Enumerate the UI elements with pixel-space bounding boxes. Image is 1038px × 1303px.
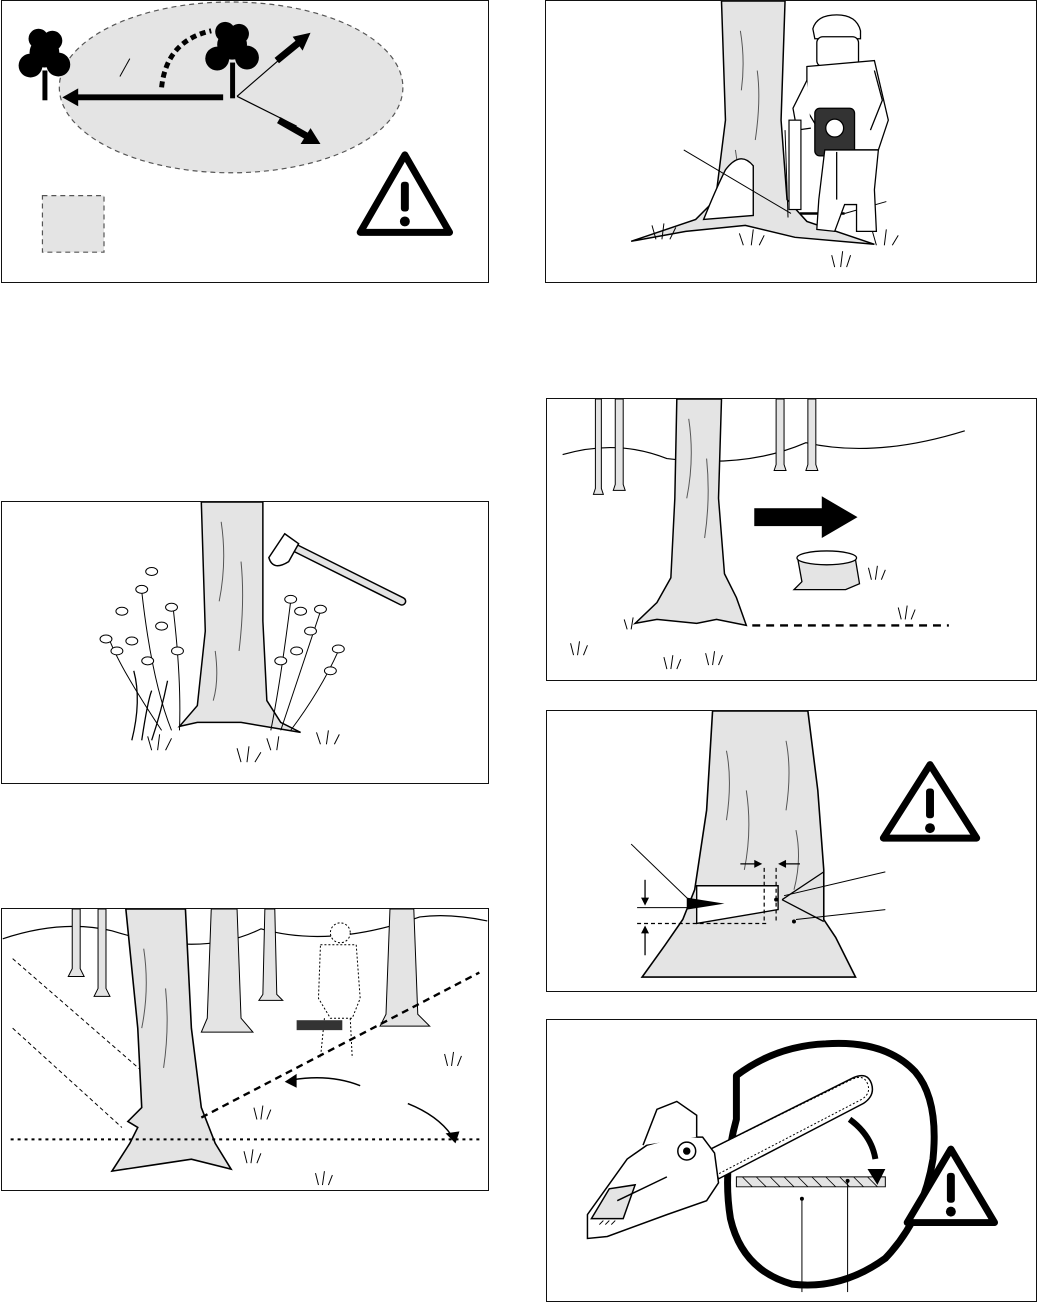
- figure-felling-zone: [1, 0, 489, 283]
- legend-swatch: [42, 196, 104, 253]
- figure-notch-and-felling-cut: [546, 710, 1037, 992]
- axe-icon: [269, 534, 402, 602]
- figure-clearing-brush: [1, 501, 489, 784]
- sawing-operator-illustration: [546, 1, 1036, 282]
- kerf-cut: [736, 1177, 885, 1187]
- notch-cut: [704, 159, 754, 220]
- notch-height-arrows-icon: [641, 880, 649, 955]
- operator-figure: [793, 15, 888, 231]
- marker-dot: [774, 898, 778, 902]
- stump: [794, 551, 860, 590]
- retreat-path-illustration: [2, 909, 488, 1190]
- log-cross-section: [728, 1043, 935, 1285]
- figure-retreat-path: [1, 908, 489, 1191]
- figure-sawing-operator: [545, 0, 1037, 283]
- brush-left: [100, 568, 183, 741]
- leader-line: [631, 844, 689, 900]
- grass-tufts: [244, 1052, 461, 1185]
- felling-direction-illustration: [547, 399, 1036, 680]
- notch-cut-illustration: [547, 711, 1036, 991]
- warning-triangle-icon: [360, 155, 449, 232]
- chainsaw-log-illustration: [547, 1020, 1036, 1301]
- chainsaw-icon: [297, 1020, 343, 1030]
- figure-chainsaw-in-log: [546, 1019, 1037, 1302]
- marker-dot: [792, 920, 796, 924]
- background-trees: [68, 909, 429, 1032]
- brush-right: [271, 595, 344, 730]
- grass-tufts: [148, 730, 340, 762]
- curved-arrow-icon: [408, 1104, 460, 1144]
- warning-triangle-icon: [883, 765, 976, 838]
- felling-zone-illustration: [2, 1, 488, 282]
- tree-trunk: [642, 711, 855, 977]
- chainsaw-bar: [789, 120, 801, 209]
- arrow-right-icon: [754, 496, 857, 538]
- clearing-brush-illustration: [2, 502, 488, 783]
- curved-arrow-icon: [285, 1074, 360, 1088]
- chainsaw-body: [587, 1101, 718, 1238]
- figure-felling-direction-stump: [546, 398, 1037, 681]
